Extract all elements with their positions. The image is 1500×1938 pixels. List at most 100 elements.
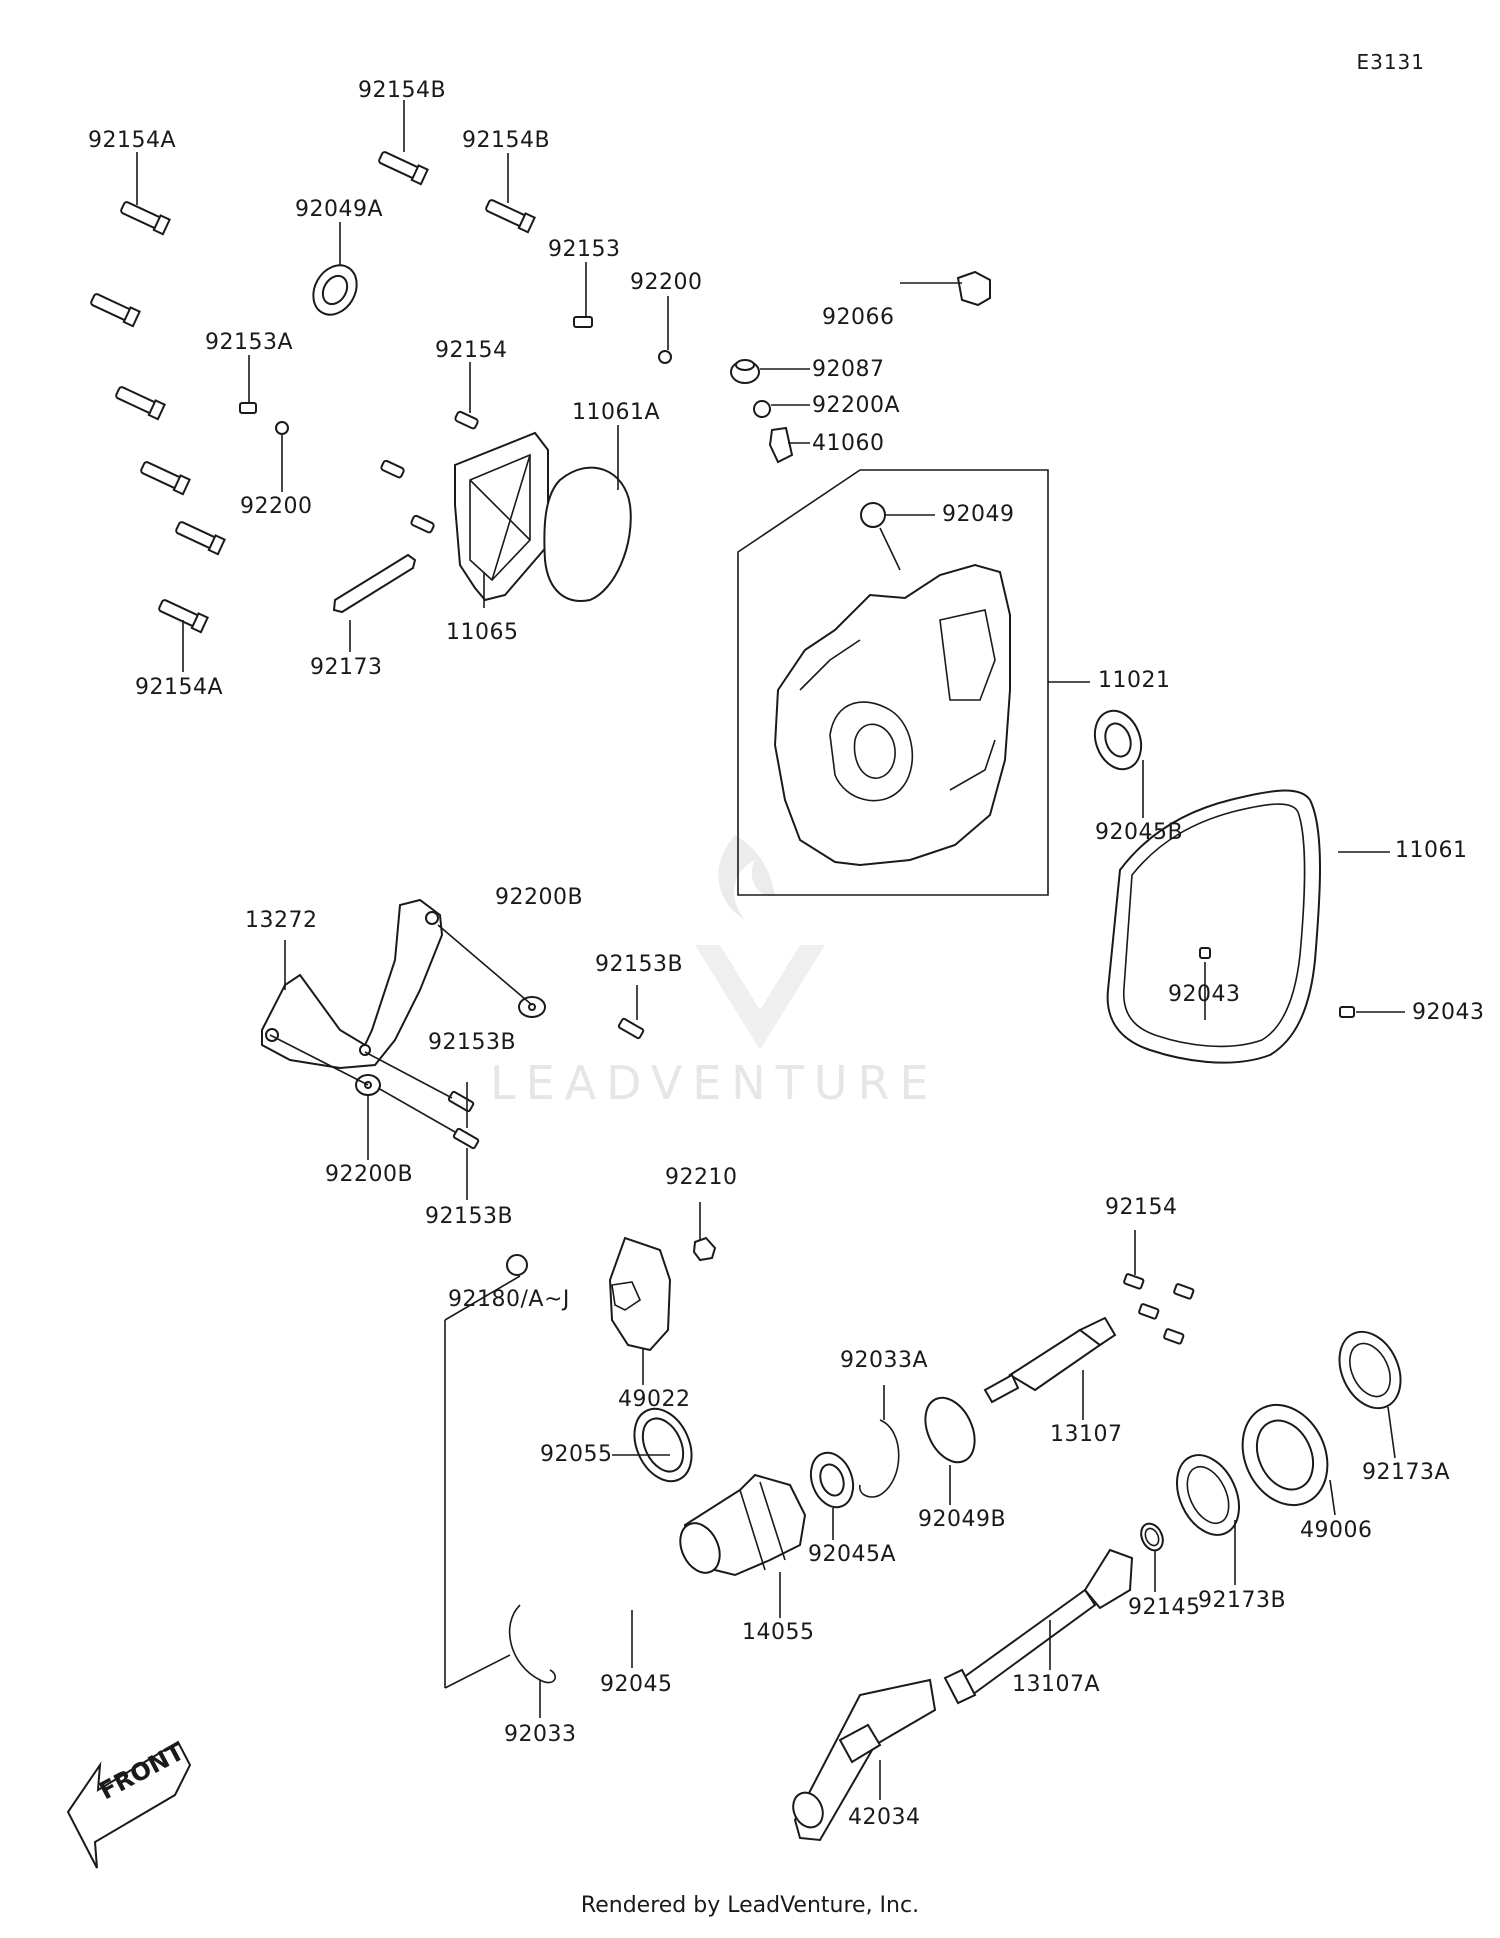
part-label[interactable]: 92200B (495, 885, 584, 910)
part-label[interactable]: 92154B (358, 78, 447, 103)
plug-92066 (956, 270, 991, 307)
gasket-11061A (543, 466, 632, 602)
boot-92173B (1176, 1454, 1240, 1536)
leader-lines (136, 100, 1405, 1800)
washer-92200-mid (275, 421, 289, 435)
footer-credit: Rendered by LeadVenture, Inc. (580, 1893, 920, 1918)
part-label[interactable]: 92173A (1362, 1460, 1451, 1485)
switch-41060 (768, 426, 794, 464)
part-label[interactable]: 92173 (310, 655, 383, 680)
part-label[interactable]: 49022 (618, 1387, 691, 1412)
bolt-left-3 (115, 386, 166, 421)
part-label[interactable]: 92153B (428, 1030, 517, 1055)
part-label[interactable]: 14055 (742, 1620, 815, 1645)
part-label[interactable]: 92173B (1198, 1588, 1287, 1613)
part-label[interactable]: 13107 (1050, 1422, 1123, 1447)
part-label[interactable]: 92153B (425, 1204, 514, 1229)
watermark-text: LEADVENTURE (490, 1056, 939, 1110)
part-label[interactable]: 92033 (504, 1722, 577, 1747)
part-label[interactable]: 41060 (812, 431, 885, 456)
seal-92049A (312, 264, 358, 316)
bolt-92153B-a (617, 1017, 645, 1040)
part-label[interactable]: 92033A (840, 1348, 929, 1373)
shaft-13107 (983, 1316, 1117, 1404)
plate-92173 (332, 553, 417, 614)
washer-92200A (753, 400, 771, 418)
part-label[interactable]: 92154A (88, 128, 177, 153)
part-label[interactable]: 92154B (462, 128, 551, 153)
part-label[interactable]: 92045B (1095, 820, 1184, 845)
bolt-left-2 (90, 293, 141, 328)
diagram-code: E3131 (1356, 50, 1425, 74)
part-label[interactable]: 92200 (240, 494, 313, 519)
part-label[interactable]: 92153A (205, 330, 294, 355)
front-arrow-icon: FRONT (66, 1737, 192, 1869)
washer-92200-top (658, 350, 672, 364)
part-label[interactable]: 92210 (665, 1165, 738, 1190)
bolt-cover-1 (380, 459, 405, 479)
bolt-92154B-2 (485, 199, 536, 234)
bolt-92154-top (454, 410, 479, 430)
part-label[interactable]: 11061 (1395, 838, 1468, 863)
boot-92173A (1338, 1330, 1402, 1410)
crankcase-11021 (773, 563, 1011, 867)
part-label[interactable]: 92153 (548, 237, 621, 262)
bolt-92154-right-2 (1173, 1283, 1195, 1300)
dowel-92043-inner (1199, 947, 1211, 959)
seal-92049 (860, 502, 886, 528)
part-label[interactable]: 92200 (630, 270, 703, 295)
part-label[interactable]: 13107A (1012, 1672, 1101, 1697)
washer-92200B-top (518, 996, 546, 1018)
part-label[interactable]: 92200B (325, 1162, 414, 1187)
bolt-92153B-b (447, 1090, 475, 1113)
part-label[interactable]: 92045A (808, 1542, 897, 1567)
part-label[interactable]: 92145 (1128, 1595, 1201, 1620)
bolt-92154A-2 (158, 599, 209, 634)
part-label[interactable]: 92055 (540, 1442, 613, 1467)
part-label[interactable]: 92200A (812, 393, 901, 418)
part-label[interactable]: 11065 (446, 620, 519, 645)
part-label[interactable]: 92180/A~J (448, 1287, 570, 1312)
bolt-92154A-1 (120, 201, 171, 236)
part-label[interactable]: 92066 (822, 305, 895, 330)
part-label[interactable]: 11021 (1098, 668, 1171, 693)
part-label[interactable]: 92045 (600, 1672, 673, 1697)
part-label[interactable]: 92049B (918, 1507, 1007, 1532)
coupling-49006 (1241, 1403, 1329, 1507)
part-label[interactable]: 92153B (595, 952, 684, 977)
plug-92087 (730, 359, 760, 384)
bolt-92154-right-1 (1123, 1273, 1145, 1290)
gasket-11061 (1106, 789, 1321, 1064)
part-label[interactable]: 92154A (135, 675, 224, 700)
housing-14055 (679, 1473, 807, 1577)
part-label[interactable]: 92154 (435, 338, 508, 363)
dowel-92043-outer (1339, 1006, 1355, 1018)
part-label[interactable]: 92087 (812, 357, 885, 382)
part-label[interactable]: 42034 (848, 1805, 921, 1830)
part-label[interactable]: 92049A (295, 197, 384, 222)
nut-92210 (692, 1236, 717, 1262)
bolt-left-5 (175, 521, 226, 556)
bolt-left-4 (140, 461, 191, 496)
part-label[interactable]: 92049 (942, 502, 1015, 527)
part-label[interactable]: 13272 (245, 908, 318, 933)
part-label[interactable]: 92043 (1412, 1000, 1485, 1025)
spring-92145 (1140, 1522, 1164, 1552)
circlip-92033A (859, 1419, 900, 1498)
screw-92153A (239, 402, 257, 414)
joint-42034 (792, 1678, 937, 1842)
part-label[interactable]: 92154 (1105, 1195, 1178, 1220)
watermark-logo (695, 835, 825, 1050)
bolt-92154B-1 (378, 151, 429, 186)
cover-11065 (454, 431, 549, 602)
gear-49022 (608, 1236, 672, 1352)
bolt-92154-right-3 (1138, 1303, 1160, 1320)
part-label[interactable]: 92043 (1168, 982, 1241, 1007)
bearing-92045B (1093, 709, 1143, 771)
bolt-cover-2 (410, 514, 435, 534)
part-label[interactable]: 49006 (1300, 1518, 1373, 1543)
part-label[interactable]: 11061A (572, 400, 661, 425)
shim-92055 (633, 1407, 693, 1483)
circlip-92180 (506, 1254, 528, 1276)
